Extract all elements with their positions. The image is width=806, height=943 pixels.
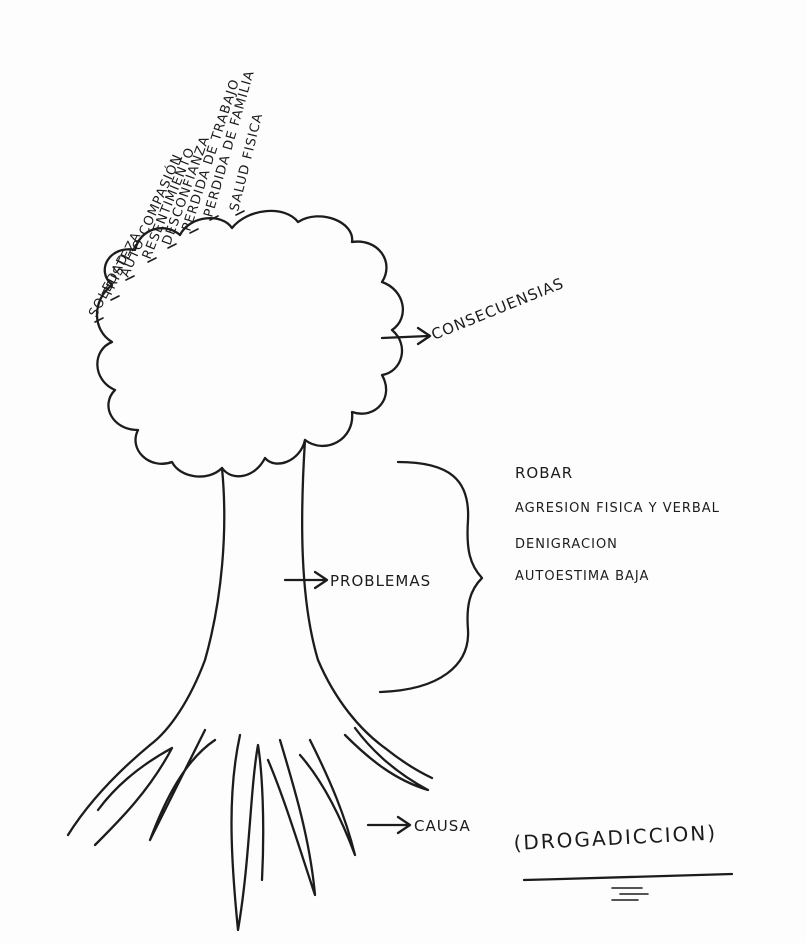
problems-label: PROBLEMAS [330, 572, 431, 590]
problems-arrow [285, 572, 327, 588]
root-6 [345, 728, 428, 790]
consequences-label: CONSECUENSIAS [429, 274, 567, 344]
tree-trunk-right [302, 440, 385, 748]
problem-item: DENIGRACION [515, 537, 618, 552]
root-2 [150, 730, 215, 840]
cause-label: CAUSA [414, 817, 471, 835]
tree-trunk-left [150, 468, 224, 745]
consequences-arrow [382, 328, 430, 344]
cause-underline-squiggle [612, 888, 648, 900]
root-3 [232, 735, 264, 930]
problem-item: AUTOESTIMA BAJA [515, 569, 649, 584]
cause-underline [524, 874, 732, 880]
root-5 [300, 740, 355, 855]
problem-item: ROBAR [515, 464, 573, 482]
cause-name: (DROGADICCION) [513, 820, 718, 855]
root-1 [68, 745, 172, 845]
problem-item: AGRESION FISICA Y VERBAL [515, 501, 720, 516]
cause-arrow [368, 817, 410, 833]
